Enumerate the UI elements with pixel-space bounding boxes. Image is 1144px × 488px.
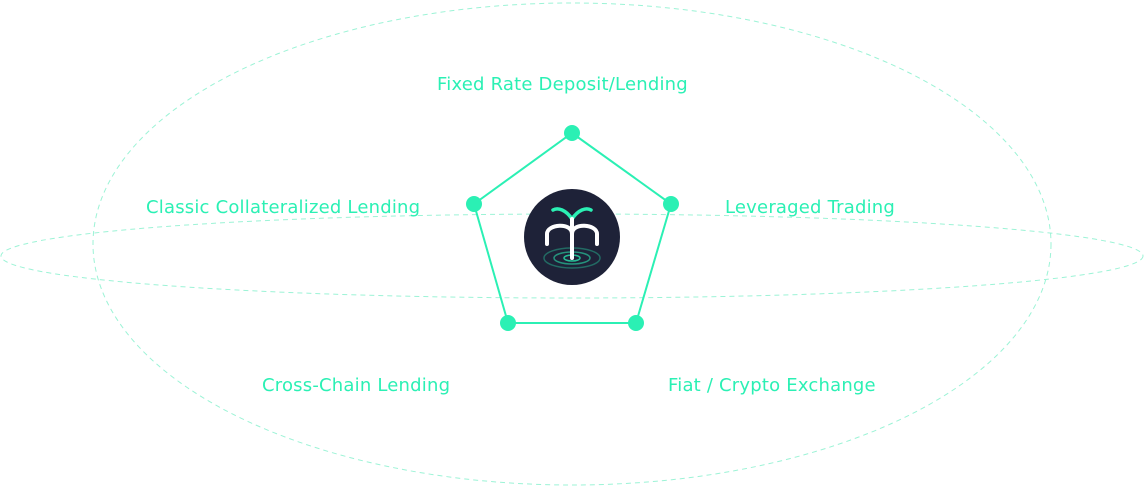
feature-label-fixed-rate: Fixed Rate Deposit/Lending (437, 74, 688, 95)
feature-label-collateralized-lending: Classic Collateralized Lending (146, 197, 421, 218)
outer-orbit-ellipse (92, 2, 1052, 486)
node-bottom-right (628, 315, 644, 331)
fountain-logo-icon (524, 189, 620, 285)
node-right (663, 196, 679, 212)
node-bottom-left (500, 315, 516, 331)
feature-label-fiat-crypto-exchange: Fiat / Crypto Exchange (668, 375, 876, 396)
feature-label-cross-chain-lending: Cross-Chain Lending (262, 375, 451, 396)
node-top (564, 125, 580, 141)
node-left (466, 196, 482, 212)
feature-pentagon (472, 131, 673, 324)
feature-label-leveraged-trading: Leveraged Trading (725, 197, 896, 218)
